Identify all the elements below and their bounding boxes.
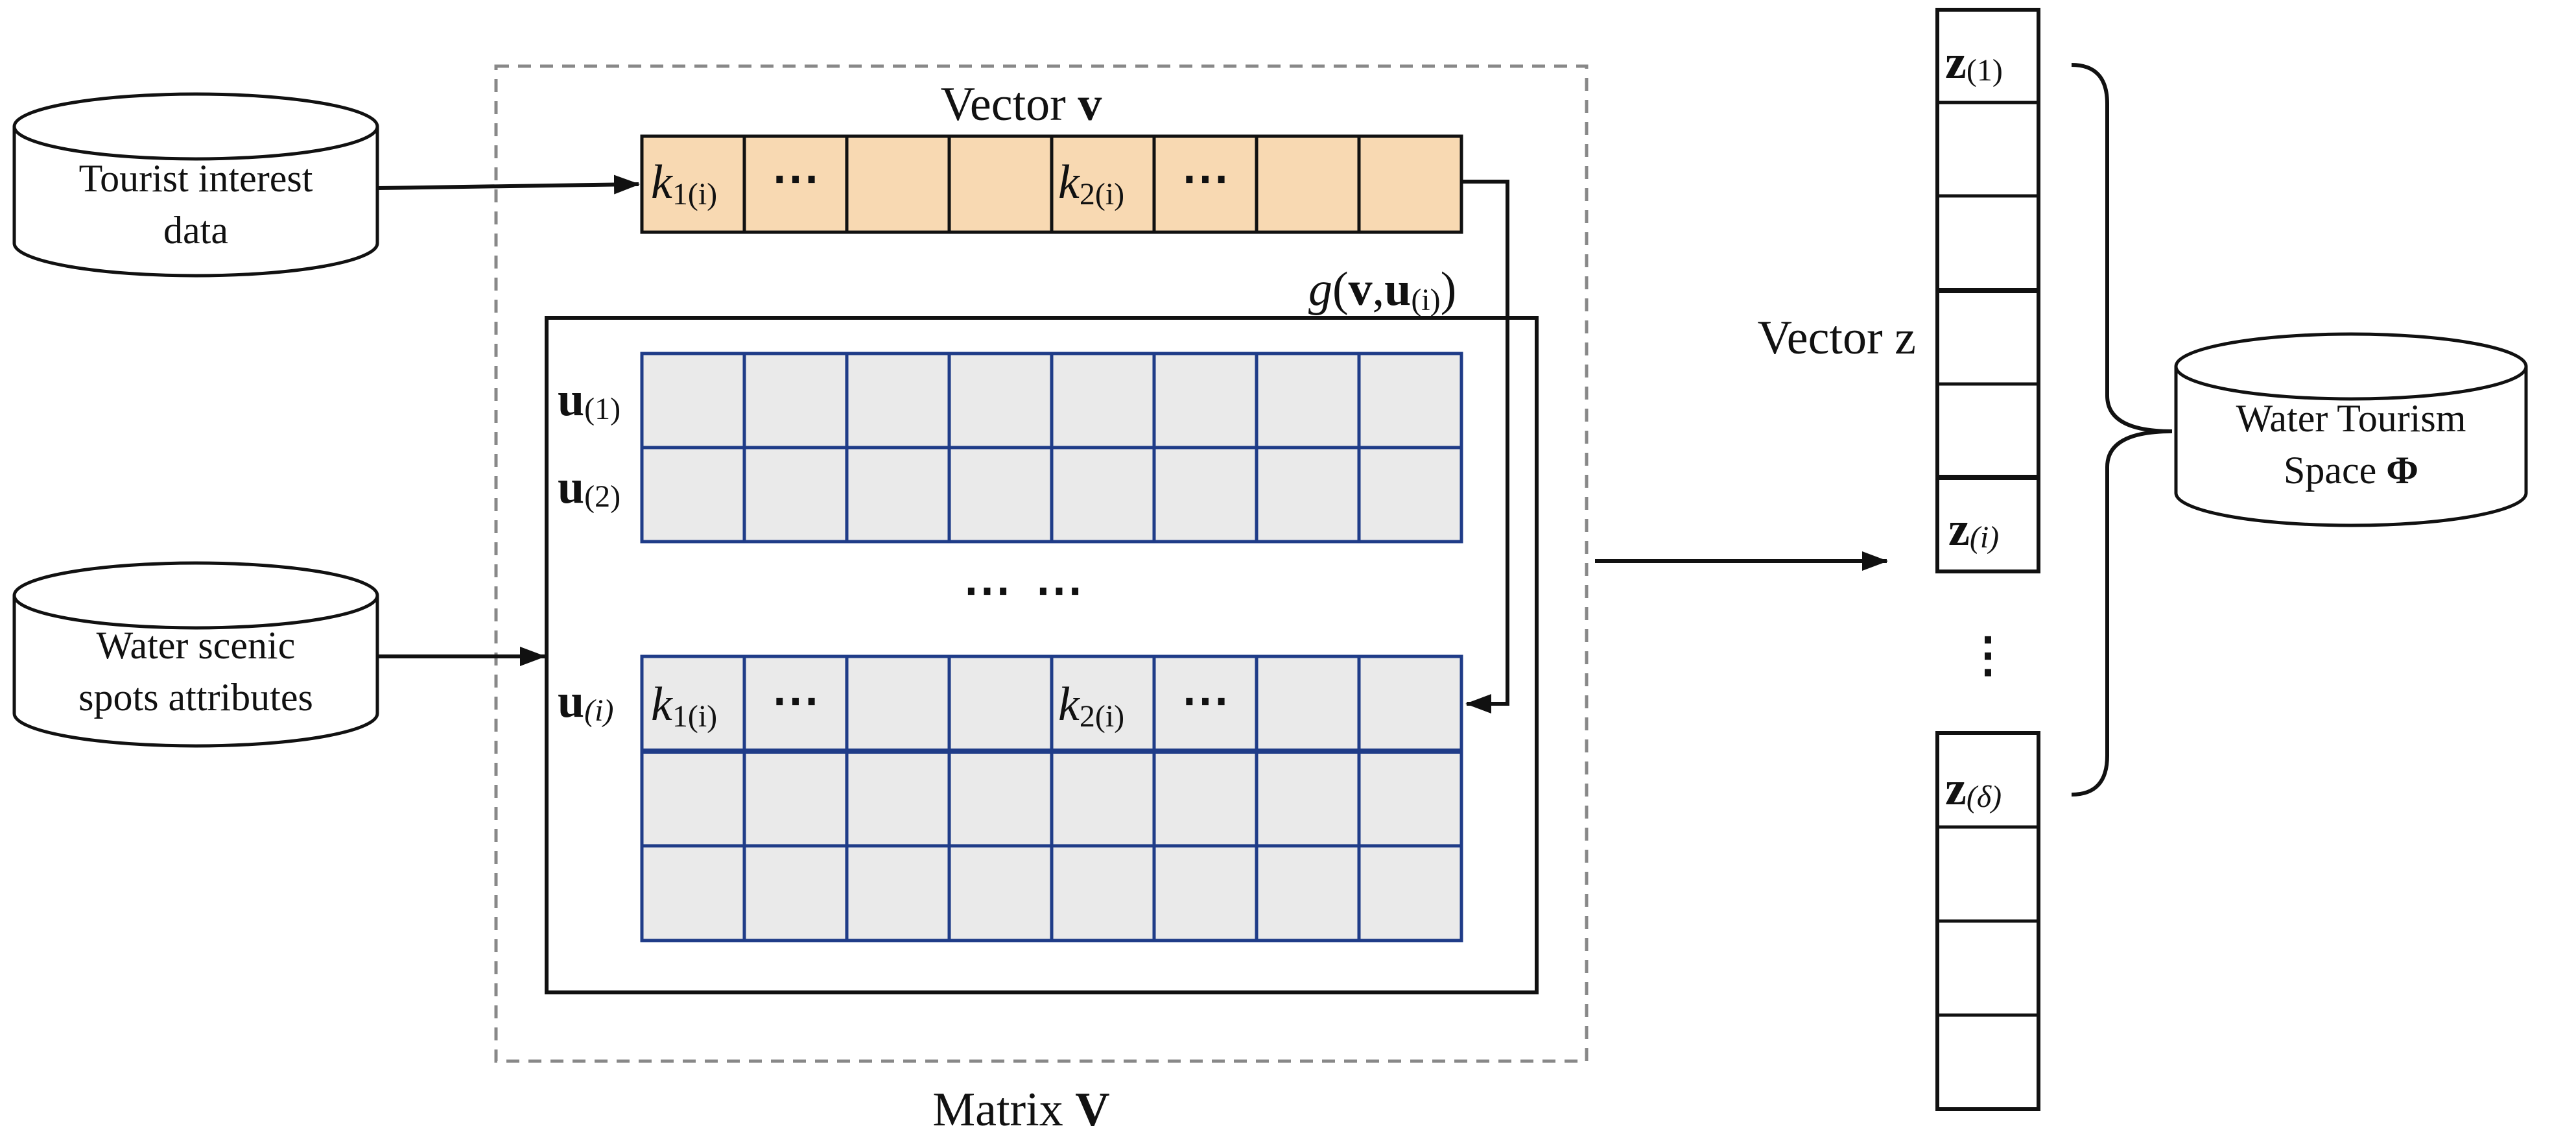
- vector-v-k2: k2(i): [1058, 156, 1124, 211]
- row-label-u2: u(2): [558, 461, 620, 514]
- vector-z-lower: [1935, 731, 2040, 1111]
- matrix-k1-sub: 1(i): [672, 699, 717, 734]
- tourist-data-line1: Tourist interest: [79, 157, 313, 200]
- vector-v-k1-letter: k: [651, 156, 673, 209]
- zd-sub: (δ): [1967, 780, 2002, 814]
- row-label-u1: u(1): [558, 373, 620, 426]
- matrix-k2-letter: k: [1058, 678, 1080, 731]
- g-v: v: [1349, 263, 1373, 316]
- vector-z-vdots: ⋮: [1964, 629, 2012, 682]
- matrix-dots-1: ⋯: [772, 675, 820, 728]
- vector-z-upper: [1935, 8, 2040, 573]
- curly-brace: [2071, 63, 2173, 797]
- tourism-space-line2: Space Φ: [2284, 449, 2418, 492]
- matrix-k1: k1(i): [651, 678, 717, 734]
- water-spots-line2: spots attributes: [78, 676, 313, 719]
- vector-v-cell: [1255, 134, 1361, 234]
- vector-v-k1: k1(i): [651, 156, 717, 211]
- matrix-top-grid: [640, 352, 1463, 544]
- vector-v-symbol: v: [1078, 78, 1102, 131]
- row-u1-letter: u: [558, 373, 584, 426]
- vector-z-symbol: z: [1895, 311, 1916, 365]
- matrix-v-title: Matrix V: [932, 1083, 1109, 1136]
- z1-sub: (1): [1967, 53, 2003, 88]
- water-spots-line1: Water scenic: [97, 624, 296, 667]
- cylinder-tourist-data: Tourist interest data: [12, 92, 379, 278]
- g-u-sub: (i): [1411, 283, 1440, 317]
- vector-z-title-text: Vector: [1758, 311, 1895, 365]
- matrix-dots-2: ⋯: [1181, 675, 1229, 728]
- arrow-vector-to-ui-row: [1461, 180, 1509, 713]
- vector-v-title-text: Vector: [941, 78, 1078, 131]
- zi-letter: z: [1948, 503, 1970, 556]
- zd-letter: z: [1945, 762, 1967, 815]
- phi-symbol: Φ: [2386, 449, 2418, 492]
- tourism-space-line2-text: Space: [2284, 449, 2386, 492]
- row-ui-sub: (i): [584, 693, 613, 728]
- g-function-label: g(v,u(i)): [1308, 263, 1456, 317]
- row-u2-letter: u: [558, 461, 584, 514]
- matrix-inner-box: [545, 316, 1539, 994]
- row-u1-sub: (1): [584, 392, 620, 426]
- g-comma: ,: [1373, 263, 1385, 316]
- zd-label: z(δ): [1945, 762, 2002, 815]
- arrow-tourist-to-vector: [377, 174, 640, 195]
- vector-v-cell: [1357, 134, 1463, 234]
- matrix-k1-letter: k: [651, 678, 673, 731]
- tourist-data-line2: data: [163, 209, 228, 252]
- row-label-ui: u(i): [558, 675, 613, 728]
- matrix-container-dashed: [494, 64, 1589, 1063]
- g-u: u: [1384, 263, 1411, 316]
- vector-v-row: k1(i) ⋯ k2(i) ⋯: [640, 134, 1463, 234]
- matrix-v-symbol: V: [1075, 1083, 1109, 1136]
- g-close: ): [1441, 263, 1457, 316]
- vector-v-dots-2: ⋯: [1181, 152, 1229, 206]
- vector-v-dots-1: ⋯: [772, 152, 820, 206]
- matrix-middle-dots: ⋯ ⋯: [963, 564, 1083, 617]
- cylinder-water-spots: Water scenic spots attributes: [12, 561, 379, 748]
- zi-label: z(i): [1948, 503, 1999, 556]
- g-open: (: [1332, 263, 1349, 316]
- vector-v-k2-sub: 2(i): [1080, 177, 1124, 211]
- g-letter: g: [1308, 263, 1332, 316]
- vector-v-cell: [845, 134, 951, 234]
- vector-v-cell: [1050, 134, 1156, 234]
- zi-sub: (i): [1970, 520, 1999, 555]
- z1-letter: z: [1945, 36, 1967, 89]
- row-ui-letter: u: [558, 675, 584, 728]
- tourism-space-line1: Water Tourism: [2236, 397, 2466, 440]
- matrix-k2: k2(i): [1058, 678, 1124, 734]
- vector-v-cell: [1152, 134, 1258, 234]
- matrix-bottom-grid: [640, 654, 1463, 942]
- matrix-v-title-text: Matrix: [932, 1083, 1075, 1136]
- matrix-k2-sub: 2(i): [1080, 699, 1124, 734]
- z1-label: z(1): [1945, 36, 2003, 89]
- vector-v-k2-letter: k: [1058, 156, 1080, 209]
- cylinder-tourism-space: Water Tourism Space Φ: [2174, 332, 2528, 527]
- vector-v-title: Vector v: [941, 78, 1102, 131]
- vector-v-k1-sub: 1(i): [672, 177, 717, 211]
- row-u2-sub: (2): [584, 479, 620, 514]
- vector-v-cell: [947, 134, 1054, 234]
- vector-z-title: Vector z: [1758, 311, 1917, 365]
